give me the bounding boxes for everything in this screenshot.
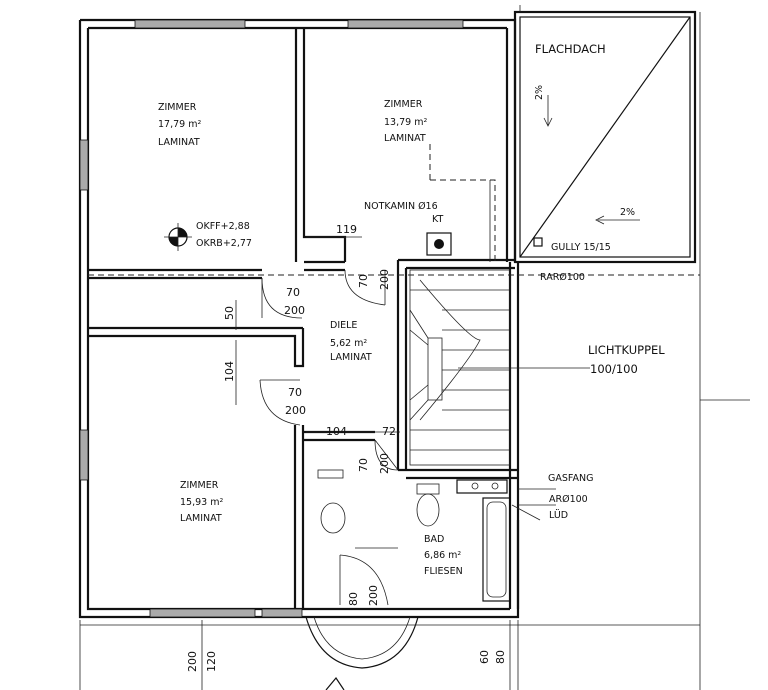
notkamin-label: NOTKAMIN Ø16 (364, 201, 438, 212)
dim-door-200: 200 (285, 404, 306, 417)
okrb-label: OKRB+2,77 (196, 238, 252, 249)
dim-door-70: 70 (286, 286, 300, 299)
ar-label: ARØ100 (549, 494, 588, 505)
room-area: 5,62 m² (330, 338, 367, 349)
room-name: DIELE (330, 320, 357, 331)
bathroom-fixtures (317, 469, 511, 602)
room-area: 15,93 m² (180, 497, 223, 508)
okff-label: OKFF+2,88 (196, 221, 250, 232)
slope-label: 2% (620, 207, 635, 218)
dim-bottom-80: 80 (494, 650, 507, 664)
dim-104-horizontal: 104 (326, 425, 347, 438)
annotations: FLACHDACH 2% 2% GULLY 15/15 RARØ100 NOTK… (196, 42, 665, 521)
dimension-labels: 119 70 200 70 200 50 104 70 200 104 72 7… (186, 223, 507, 672)
room-zimmer-1: ZIMMER 17,79 m² LAMINAT (158, 102, 201, 148)
doors (259, 269, 399, 606)
dim-104-vertical: 104 (223, 361, 236, 382)
dim-door-70: 70 (288, 386, 302, 399)
dim-door-70: 70 (357, 458, 370, 472)
dim-bottom-60: 60 (478, 650, 491, 664)
dashed-lines (88, 140, 700, 276)
room-floor: LAMINAT (330, 352, 372, 363)
dim-70: 70 (357, 274, 370, 288)
exterior-walls (78, 18, 520, 619)
flat-roof (513, 10, 697, 264)
dim-bottom-200: 200 (186, 651, 199, 672)
room-name: BAD (424, 534, 444, 545)
room-name: ZIMMER (180, 480, 219, 491)
room-diele: DIELE 5,62 m² LAMINAT (330, 320, 372, 363)
room-floor: LAMINAT (158, 137, 200, 148)
lichtkuppel-size: 100/100 (590, 362, 638, 376)
gully-label: GULLY 15/15 (551, 242, 611, 253)
dim-119: 119 (336, 223, 357, 236)
room-floor: LAMINAT (180, 513, 222, 524)
level-marker-icon (164, 223, 192, 251)
dimension-lines (79, 5, 750, 690)
dim-50: 50 (223, 306, 236, 320)
dim-bad-200: 200 (367, 585, 380, 606)
dim-bottom-120: 120 (205, 651, 218, 672)
room-floor: LAMINAT (384, 133, 426, 144)
room-zimmer-3: ZIMMER 15,93 m² LAMINAT (180, 480, 223, 524)
lichtkuppel-label: LICHTKUPPEL (588, 343, 665, 357)
dim-door-200: 200 (378, 453, 391, 474)
slope-label: 2% (534, 85, 545, 100)
chimney (426, 232, 452, 256)
section-marker-icon (325, 676, 345, 690)
staircase (409, 269, 590, 466)
room-zimmer-2: ZIMMER 13,79 m² LAMINAT (384, 99, 427, 144)
kt-label: KT (432, 214, 443, 225)
gasfang-label: GASFANG (548, 473, 593, 484)
room-area: 17,79 m² (158, 119, 201, 130)
dim-door-200: 200 (284, 304, 305, 317)
room-area: 13,79 m² (384, 117, 427, 128)
windows-top (79, 19, 464, 618)
dim-200: 200 (378, 269, 391, 290)
flachdach-label: FLACHDACH (535, 42, 606, 56)
room-area: 6,86 m² (424, 550, 461, 561)
room-bad: BAD 6,86 m² FLIESEN (424, 534, 463, 577)
room-floor: FLIESEN (424, 566, 463, 577)
room-name: ZIMMER (384, 99, 423, 110)
lud-label: LÜD (549, 510, 568, 521)
rar-label: RARØ100 (540, 272, 585, 283)
bay-window (305, 616, 419, 669)
dim-bad-80: 80 (347, 592, 360, 606)
dim-72: 72 (382, 425, 396, 438)
room-name: ZIMMER (158, 102, 197, 113)
